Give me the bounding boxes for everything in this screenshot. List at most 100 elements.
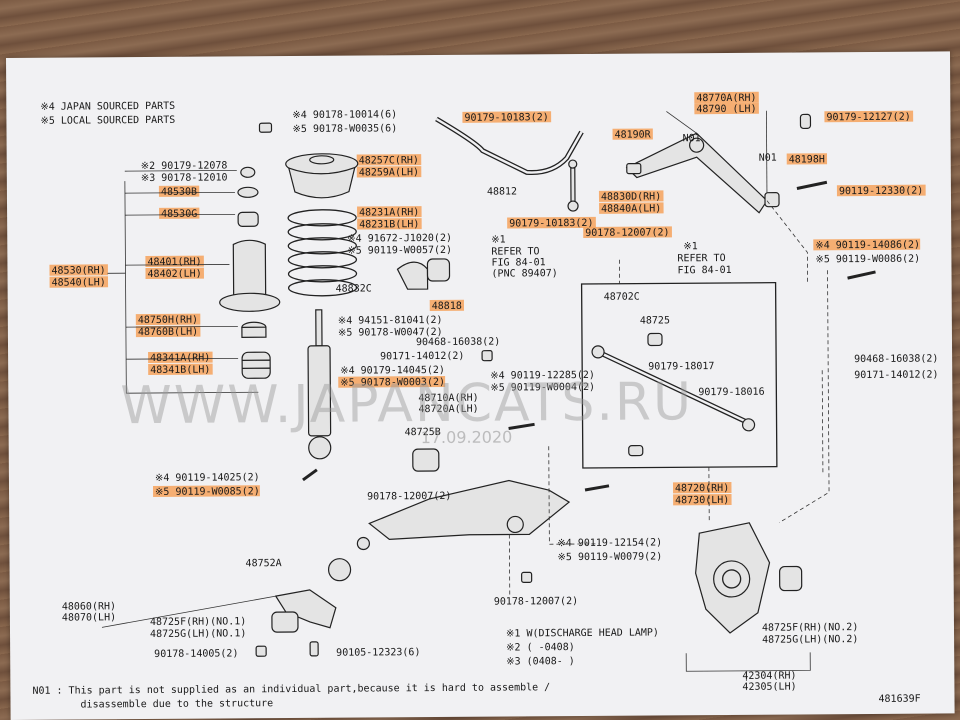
part-label-l53: 48341B(LH)	[150, 365, 210, 376]
highlight-marker-l21	[357, 206, 422, 218]
part-label-l68: 48752A	[245, 558, 281, 569]
highlight-marker-l5	[694, 102, 759, 115]
part-label-l56: ※4 90119-12285(2)	[490, 370, 595, 382]
part-label-l50: 90468-16038(2)	[854, 353, 938, 365]
part-label-l19: 90119-12330(2)	[839, 186, 923, 198]
catalog-sheet: ※4 JAPAN SOURCED PARTS ※5 LOCAL SOURCED …	[6, 51, 955, 720]
part-label-l1: ※4 90178-10014(6)	[292, 109, 397, 121]
part-label-l84: 42305(LH)	[742, 681, 796, 692]
bolts	[302, 180, 876, 492]
part-label-l27: ※1	[491, 235, 505, 246]
part-label-l13: N01	[759, 153, 777, 164]
part-label-l52: 48341A(RH)	[150, 353, 210, 364]
part-label-l32: REFER TO	[677, 253, 725, 264]
parts-artwork	[219, 113, 876, 657]
part-label-l46: 48750H(RH)	[138, 315, 198, 326]
part-label-l45: ※5 90178-W0047(2)	[338, 327, 443, 339]
part-label-l80: 48725G(LH)(NO.2)	[762, 634, 858, 646]
part-label-l71: 90178-12007(2)	[494, 596, 578, 608]
shock-absorber	[307, 309, 332, 460]
part-label-l41: 48818	[432, 301, 462, 312]
highlight-marker-l19	[836, 184, 926, 197]
part-label-l3: 90179-10183(2)	[464, 112, 548, 124]
part-label-l58: 90179-18017	[648, 361, 714, 372]
part-label-l63: ※4 90119-14025(2)	[155, 472, 260, 484]
highlight-marker-l66	[672, 481, 732, 494]
highlight-marker-l52	[148, 351, 213, 364]
part-label-l55: ※5 90178-W0003(2)	[340, 377, 445, 389]
stabilizer-bracket	[396, 258, 451, 290]
part-label-l35: ※5 90119-W0086(2)	[815, 254, 920, 266]
watermark-text: WWW.JAPANCATS.RU	[120, 372, 693, 436]
part-label-l61: 48720A(LH)	[418, 404, 478, 415]
highlight-marker-l15	[158, 185, 200, 197]
top-nut	[258, 122, 273, 133]
part-label-l81: 90178-14005(2)	[154, 648, 238, 660]
part-label-l43: 48725	[640, 315, 670, 326]
part-number-labels: ※4 90178-10014(6)※5 90178-W0035(6)90179-…	[51, 93, 938, 693]
part-label-l6: 90179-12127(2)	[826, 112, 910, 124]
part-label-l76: ※1 W(DISCHARGE HEAD LAMP)	[506, 627, 659, 639]
part-label-l12: N01	[683, 133, 701, 144]
highlight-marker-l39	[49, 276, 109, 288]
part-label-l51: 90171-14012(2)	[854, 369, 938, 381]
spring-upper-seat	[285, 153, 359, 199]
part-label-l62: 48725B	[405, 427, 441, 438]
highlight-marker-l3	[462, 111, 552, 123]
part-label-l31: ※1	[683, 241, 697, 252]
part-label-l44: ※4 94151-81041(2)	[338, 315, 443, 327]
figure-id: 481639F	[878, 694, 920, 705]
part-label-l72: 48060(RH)	[62, 601, 116, 612]
part-label-l75: 48725G(LH)(NO.1)	[150, 628, 246, 640]
part-label-l14: 48198H	[789, 154, 825, 165]
highlight-layer	[49, 91, 926, 506]
part-label-l17: 48830D(RH)	[601, 191, 661, 202]
part-label-l28: REFER TO	[491, 246, 539, 257]
bound-stopper	[241, 351, 271, 379]
part-label-l37: 48402(LH)	[147, 269, 201, 280]
part-label-l42: 48702C	[604, 292, 640, 303]
footnote-line-1: N01 : This part is not supplied as an in…	[32, 682, 550, 697]
highlight-marker-l37	[145, 267, 204, 280]
highlight-marker-l64	[152, 485, 260, 497]
part-label-l4: 48770A(RH)	[696, 93, 756, 104]
part-label-l29: FIG 84-01	[491, 257, 545, 268]
part-label-l34: ※4 90119-14086(2)	[815, 240, 920, 252]
part-label-l26: ※5 90119-W0057(2)	[347, 245, 452, 257]
part-label-l49: 90171-14012(2)	[380, 351, 464, 363]
highlight-marker-l47	[135, 325, 201, 338]
highlight-marker-l53	[148, 363, 213, 376]
highlight-marker-l41	[429, 299, 465, 312]
leader-lines	[101, 110, 830, 681]
part-label-l33: FIG 84-01	[677, 265, 731, 276]
highlight-marker-l17	[598, 190, 664, 202]
highlight-marker-l20	[159, 207, 200, 219]
part-label-l22: 48231B(LH)	[359, 219, 419, 230]
bumper-stack	[219, 166, 281, 312]
legend-line-2: ※5 LOCAL SOURCED PARTS	[40, 115, 175, 127]
part-label-l21: 48231A(RH)	[359, 207, 419, 218]
highlight-marker-l46	[135, 313, 201, 326]
part-label-l65: 90178-12007(2)	[367, 491, 451, 503]
watermark-date: 17.09.2020	[421, 427, 513, 447]
highlight-marker-l9	[356, 154, 422, 166]
stabilizer-link	[567, 159, 579, 212]
part-label-l69: ※4 90119-12154(2)	[557, 537, 662, 549]
highlight-marker-l22	[357, 218, 422, 230]
highlight-marker-l4	[694, 91, 759, 104]
highlight-marker-l6	[824, 110, 914, 123]
highlight-marker-l36	[145, 255, 204, 268]
part-label-l54: ※4 90179-14045(2)	[340, 365, 445, 377]
part-label-l8: ※3 90178-12010	[141, 172, 228, 184]
highlight-marker-l67	[673, 493, 732, 506]
footnote-line-2: disassemble due to the structure	[80, 698, 273, 710]
highlight-marker-l34	[813, 238, 921, 251]
part-label-l82: 90105-12323(6)	[336, 647, 420, 659]
part-label-l83: 42304(RH)	[742, 670, 796, 681]
part-label-l30: (PNC 89407)	[491, 268, 557, 279]
part-label-l70: ※5 90119-W0079(2)	[557, 551, 662, 563]
part-label-l18: 48840A(LH)	[601, 203, 661, 214]
highlight-marker-l38	[49, 264, 108, 276]
stabilizer-bar	[435, 116, 584, 176]
part-label-l25: ※4 91672-J1020(2)	[347, 233, 452, 245]
